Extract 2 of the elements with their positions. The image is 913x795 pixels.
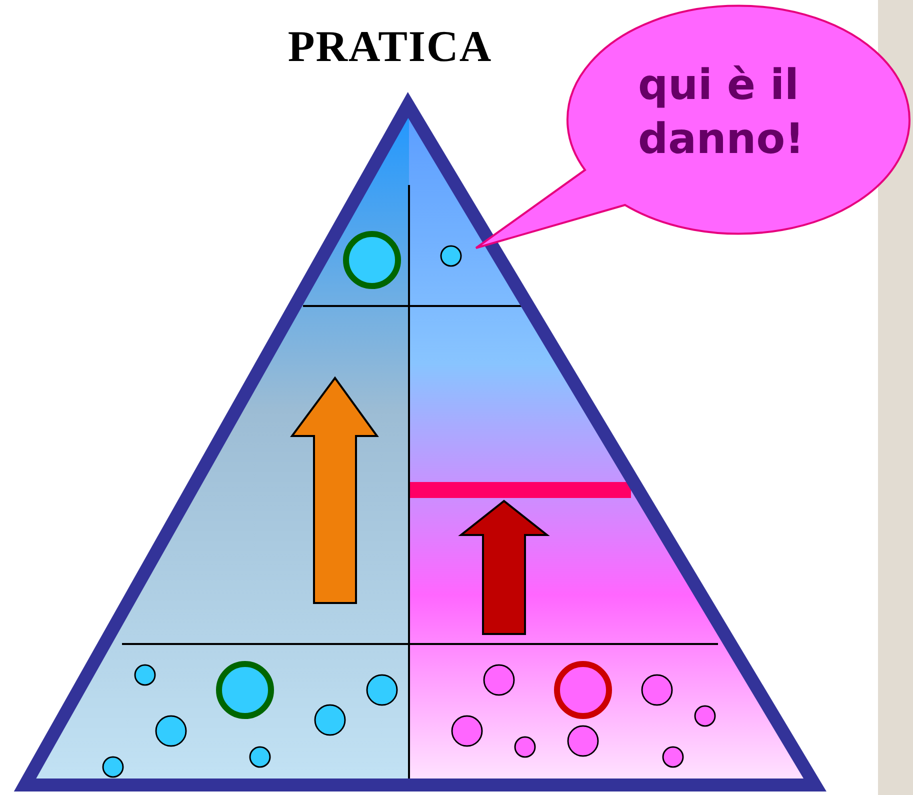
title: PRATICA [286, 22, 494, 72]
bubble-text: qui è il danno! [638, 59, 806, 165]
